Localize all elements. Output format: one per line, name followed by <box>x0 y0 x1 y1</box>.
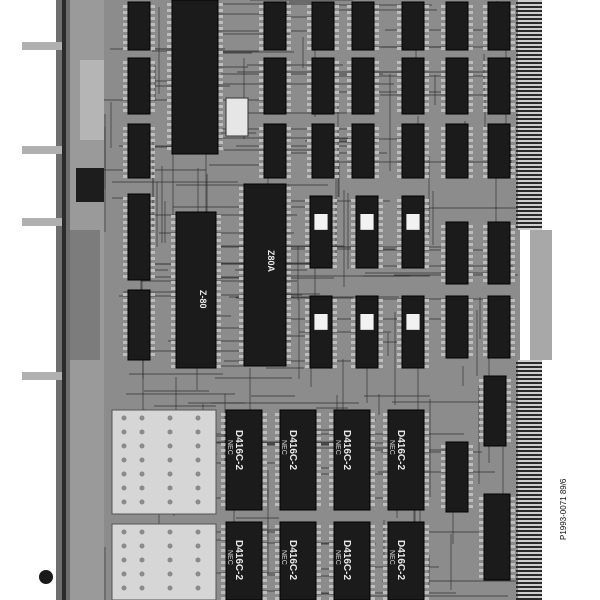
ram-brand-5: NEC <box>226 550 233 565</box>
ram-label-4: D416C-2 <box>395 430 406 470</box>
labeled-chip-4 <box>351 295 383 369</box>
ram-label-5: D416C-2 <box>233 540 244 580</box>
eprom-window-label <box>225 97 249 137</box>
logic-chip-row2-5 <box>441 57 473 115</box>
ram-chip-top-1 <box>275 409 321 511</box>
ram-chip-top-0 <box>221 409 267 511</box>
logic-chip-row3-0 <box>123 123 155 179</box>
logic-chip-left-b <box>123 289 155 361</box>
labeled-chip-5 <box>397 295 429 369</box>
logic-chip-top-6 <box>483 1 515 51</box>
logic-chip-top-5 <box>441 1 473 51</box>
cpu-chip-left <box>171 211 221 369</box>
ram-brand-8: NEC <box>388 550 395 565</box>
cpu-left-label: Z-80 <box>198 290 208 309</box>
logic-chip-top-2 <box>307 1 339 51</box>
left-mounting-rail <box>22 0 106 600</box>
logic-chip-right-2 <box>441 295 473 359</box>
ram-label-1: D416C-2 <box>233 430 244 470</box>
ram-brand-2: NEC <box>280 440 287 455</box>
ram-label-6: D416C-2 <box>287 540 298 580</box>
labeled-chip-3 <box>305 295 337 369</box>
logic-chip-row2-6 <box>483 57 515 115</box>
ram-brand-4: NEC <box>388 440 395 455</box>
logic-chip-top-1 <box>259 1 291 51</box>
logic-chip-right-3 <box>483 295 515 359</box>
ram-brand-3: NEC <box>334 440 341 455</box>
logic-chip-row2-2 <box>307 57 339 115</box>
ram-chip-bottom-0 <box>221 521 267 600</box>
ram-label-8: D416C-2 <box>395 540 406 580</box>
ram-label-7: D416C-2 <box>341 540 352 580</box>
logic-chip-top-4 <box>397 1 429 51</box>
eprom-chip <box>167 0 223 155</box>
labeled-chip-2 <box>397 195 429 269</box>
ram-brand-1: NEC <box>226 440 233 455</box>
labeled-chip-0 <box>305 195 337 269</box>
cpu-chip-right <box>239 183 291 367</box>
ram-label-3: D416C-2 <box>341 430 352 470</box>
logic-chip-br-a <box>441 441 473 513</box>
board-edge-text: P1993-0071 89/6 <box>559 478 568 540</box>
labeled-chip-1 <box>351 195 383 269</box>
logic-chip-left-a <box>123 193 155 281</box>
edge-connector <box>516 0 552 600</box>
logic-chip-row3-4 <box>397 123 429 179</box>
logic-chip-row3-2 <box>307 123 339 179</box>
shield-plates <box>111 409 217 600</box>
logic-chip-row2-0 <box>123 57 155 115</box>
logic-chip-row3-5 <box>441 123 473 179</box>
logic-chip-row2-3 <box>347 57 379 115</box>
logic-chip-row2-1 <box>259 57 291 115</box>
logic-chip-right-0 <box>441 221 473 285</box>
logic-chip-br-b <box>479 375 511 447</box>
logic-chip-top-3 <box>347 1 379 51</box>
memory-chip-labels: D416C-2 D416C-2 D416C-2 D416C-2 D416C-2 … <box>226 430 406 580</box>
logic-chip-br-c <box>479 493 515 581</box>
ram-brand-7: NEC <box>334 550 341 565</box>
logic-chip-right-1 <box>483 221 515 285</box>
ram-chip-top-3 <box>383 409 429 511</box>
logic-chip-row2-4 <box>397 57 429 115</box>
logic-chip-row3-3 <box>347 123 379 179</box>
logic-chip-row3-1 <box>259 123 291 179</box>
ram-chip-top-2 <box>329 409 375 511</box>
ram-chip-bottom-2 <box>329 521 375 600</box>
ram-brand-6: NEC <box>280 550 287 565</box>
ram-chip-bottom-1 <box>275 521 321 600</box>
logic-chip-row3-6 <box>483 123 515 179</box>
logic-chip-top-0 <box>123 1 155 51</box>
cpu-right-label: Z80A <box>266 250 276 273</box>
ram-label-2: D416C-2 <box>287 430 298 470</box>
chip-array <box>123 0 515 600</box>
ram-chip-bottom-3 <box>383 521 429 600</box>
